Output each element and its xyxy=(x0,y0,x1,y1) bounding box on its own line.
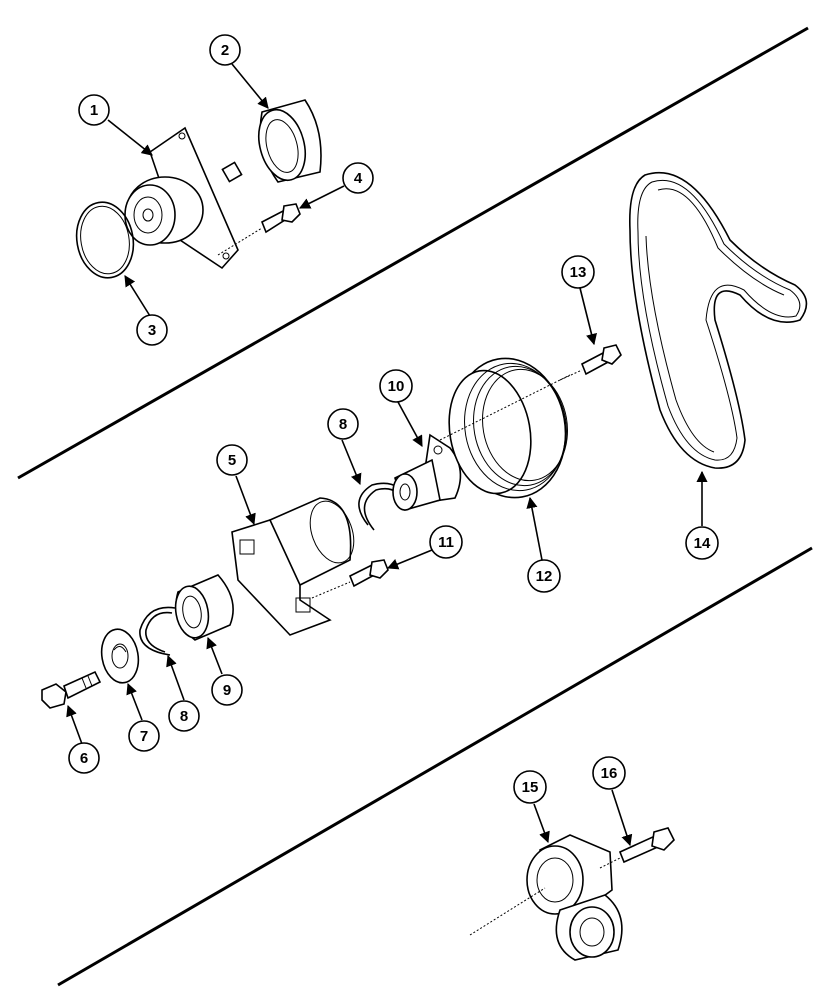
callout-12: 12 xyxy=(527,559,561,593)
callout-5-label: 5 xyxy=(228,452,236,469)
cap-part-7 xyxy=(100,628,140,684)
callout-11: 11 xyxy=(429,525,463,559)
callout-9-label: 9 xyxy=(223,682,231,699)
callout-8-upper: 8 xyxy=(327,408,359,440)
belt-tensioner-part-15 xyxy=(469,834,623,961)
callout-5: 5 xyxy=(216,444,248,476)
callout-9: 9 xyxy=(211,674,243,706)
leader-arrows xyxy=(66,63,708,847)
callout-16-label: 16 xyxy=(601,765,618,782)
callout-15: 15 xyxy=(513,770,547,804)
callout-16: 16 xyxy=(592,756,626,790)
callout-7: 7 xyxy=(128,720,160,752)
callout-11-label: 11 xyxy=(438,534,454,551)
shaft-hub-part-10 xyxy=(392,433,462,511)
callout-1: 1 xyxy=(78,94,110,126)
pulley-ring-part xyxy=(257,99,322,183)
callout-10: 10 xyxy=(379,369,413,403)
callout-8-lower: 8 xyxy=(168,700,200,732)
callout-3: 3 xyxy=(136,314,168,346)
callout-15-label: 15 xyxy=(522,779,539,796)
callout-4: 4 xyxy=(342,162,374,194)
callout-13: 13 xyxy=(561,255,595,289)
tensioner-housing-part xyxy=(231,497,355,636)
callout-3-label: 3 xyxy=(148,322,156,339)
bolt-part-11 xyxy=(311,559,389,599)
callout-14: 14 xyxy=(685,526,719,560)
callout-6-label: 6 xyxy=(80,750,88,767)
drive-belt-part-14 xyxy=(628,171,808,469)
callout-2-label: 2 xyxy=(221,42,229,59)
callout-14-label: 14 xyxy=(694,535,711,552)
section-divider-bottom xyxy=(57,546,813,987)
section-divider-top xyxy=(17,26,809,480)
callout-8-upper-label: 8 xyxy=(339,416,347,433)
callout-12-label: 12 xyxy=(536,568,553,585)
callout-13-label: 13 xyxy=(570,264,587,281)
bearing-part-9 xyxy=(174,574,234,641)
bolt-part-13 xyxy=(559,344,622,381)
bolt-part-4 xyxy=(217,203,301,256)
callout-2: 2 xyxy=(209,34,241,66)
callout-8-lower-label: 8 xyxy=(180,708,188,725)
callout-1-label: 1 xyxy=(90,102,98,119)
bolt-part-6 xyxy=(41,670,102,709)
snap-ring-lower-part xyxy=(139,606,176,656)
pulley-part-12 xyxy=(439,357,571,499)
o-ring-part xyxy=(75,201,135,279)
callout-4-label: 4 xyxy=(354,170,363,187)
callout-10-label: 10 xyxy=(388,378,405,395)
water-pump-part xyxy=(124,126,243,270)
bolt-part-16 xyxy=(599,827,675,869)
callout-6: 6 xyxy=(68,742,100,774)
callout-7-label: 7 xyxy=(140,728,148,745)
